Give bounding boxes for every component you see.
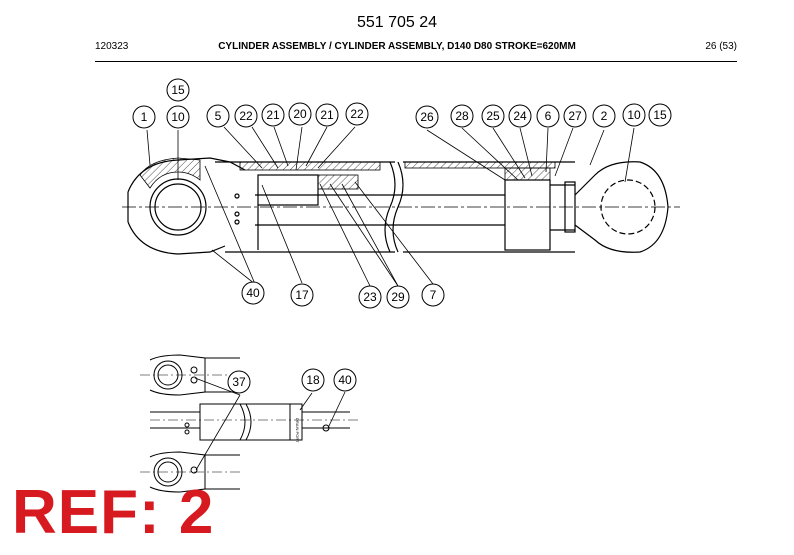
callout-37: 37	[227, 370, 251, 394]
callout-label: 20	[293, 107, 307, 121]
callout-22-left: 22	[234, 104, 258, 128]
callout-label: 23	[363, 290, 377, 304]
ref-stamp: REF: 2	[12, 478, 215, 547]
document-code: 120323	[95, 41, 129, 52]
callout-40-main: 40	[241, 281, 265, 305]
callout-27: 27	[563, 104, 587, 128]
callout-24: 24	[508, 104, 532, 128]
callout-label: 15	[171, 83, 185, 97]
callout-10-right: 10	[622, 103, 646, 127]
callout-22-right: 22	[345, 102, 369, 126]
callout-label: 29	[391, 290, 405, 304]
header-rule	[95, 61, 737, 62]
callout-28: 28	[450, 104, 474, 128]
callout-label: 28	[455, 109, 469, 123]
callout-23: 23	[358, 285, 382, 309]
callout-label: 10	[171, 110, 185, 124]
callout-20: 20	[288, 102, 312, 126]
callout-label: 1	[141, 110, 148, 124]
document-title: CYLINDER ASSEMBLY / CYLINDER ASSEMBLY, D…	[218, 41, 576, 52]
callout-label: 25	[486, 109, 500, 123]
callout-6: 6	[536, 104, 560, 128]
callout-label: 2	[601, 109, 608, 123]
callout-label: 15	[653, 108, 667, 122]
callout-1: 1	[132, 105, 156, 129]
callout-label: 22	[239, 109, 253, 123]
page-indicator: 26 (53)	[705, 41, 737, 52]
callout-label: 17	[295, 288, 309, 302]
callout-label: 26	[420, 110, 434, 124]
callout-15-right: 15	[648, 103, 672, 127]
callout-21-right: 21	[315, 103, 339, 127]
callout-label: 21	[320, 108, 334, 122]
leader-lines	[146, 126, 635, 471]
callout-label: 10	[627, 108, 641, 122]
main-cylinder-assembly	[122, 157, 680, 255]
callout-5: 5	[206, 104, 230, 128]
callout-40-detail: 40	[333, 368, 357, 392]
callout-7: 7	[421, 283, 445, 307]
callout-label: 40	[246, 286, 260, 300]
callout-label: 5	[215, 109, 222, 123]
callout-label: 37	[232, 375, 246, 389]
callout-17: 17	[290, 283, 314, 307]
detail-views	[140, 354, 360, 493]
callout-15-top: 15	[166, 78, 190, 102]
callout-10-left: 10	[166, 105, 190, 129]
callout-label: 22	[350, 107, 364, 121]
callout-label: 7	[430, 288, 437, 302]
callout-label: 6	[545, 109, 552, 123]
part-number: 551 705 24	[356, 14, 438, 31]
callout-18: 18	[301, 368, 325, 392]
callout-label: 27	[568, 109, 582, 123]
callout-26: 26	[415, 105, 439, 129]
callout-label: 21	[266, 108, 280, 122]
callout-21-left: 21	[261, 103, 285, 127]
callout-label: 24	[513, 109, 527, 123]
callout-2: 2	[592, 104, 616, 128]
callout-bubbles: 15 1 10 5 22 21 20 21 22 26 28 25 24 6 2…	[132, 78, 672, 394]
callout-label: 40	[338, 373, 352, 387]
drain-port-label: DRAIN PORT	[295, 418, 300, 443]
callout-25: 25	[481, 104, 505, 128]
callout-label: 18	[306, 373, 320, 387]
callout-29: 29	[386, 285, 410, 309]
